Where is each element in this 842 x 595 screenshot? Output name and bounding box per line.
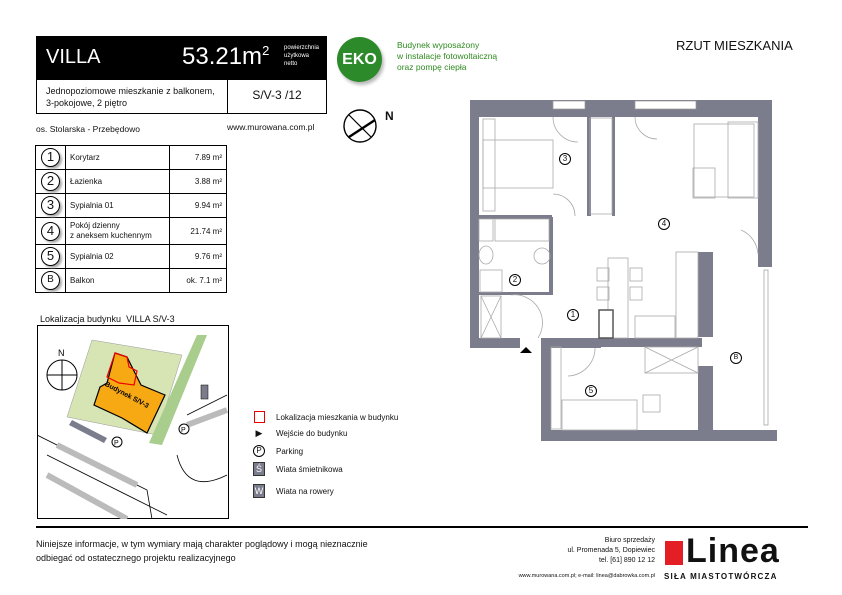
- room-name: Korytarz: [65, 145, 170, 170]
- room-marker-1: 1: [567, 304, 579, 322]
- site-map: Budynek S/V-3 N P P: [37, 325, 229, 519]
- legend-item-waste: Ś Wiata śmietnikowa: [253, 462, 343, 476]
- room-number: 1: [41, 148, 60, 167]
- room-marker-label: 5: [585, 385, 597, 397]
- legend-item-parking: P Parking: [253, 444, 303, 458]
- site-heading: Lokalizacja budynku VILLA S/V-3: [40, 314, 175, 324]
- disclaimer: Niniejsze informacje, w tym wymiary mają…: [36, 537, 368, 565]
- room-marker-3: 3: [559, 148, 571, 166]
- description-line: Jednopoziomowe mieszkanie z balkonem,: [46, 86, 215, 96]
- room-number: 4: [41, 221, 60, 241]
- legend-label: Parking: [276, 446, 304, 456]
- apartment-code: S/V-3 /12: [252, 88, 302, 102]
- building-name: VILLA: [46, 46, 101, 68]
- plan-title: RZUT MIESZKANIA: [676, 38, 793, 53]
- room-name-line: Pokój dzienny: [70, 221, 120, 230]
- room-marker-label: B: [730, 352, 742, 364]
- room-marker-5: 5: [585, 380, 597, 398]
- sales-office: Biuro sprzedaży ul. Promenada 5, Dopiewie…: [440, 536, 655, 566]
- room-number: 5: [41, 247, 60, 266]
- room-area: 21.74 m²: [169, 217, 227, 245]
- site-parking-label: P: [114, 440, 119, 447]
- office-phone: tel. [61] 890 12 12: [598, 557, 655, 564]
- legend-item-bike: W Wiata na rowery: [253, 484, 334, 498]
- area-label-line: użytkowa: [284, 53, 310, 59]
- room-marker-4: 4: [658, 213, 670, 231]
- legend-label: Wejście do budynku: [276, 428, 348, 438]
- room-number: B: [41, 271, 60, 290]
- red-outline-square-icon: [253, 410, 265, 424]
- eko-badge: EKO: [337, 37, 382, 82]
- site-building-code: VILLA S/V-3: [126, 314, 175, 324]
- site-heading-text: Lokalizacja budynku: [40, 314, 122, 324]
- office-label: Biuro sprzedaży: [604, 537, 655, 544]
- area-label-line: powierzchnia: [284, 45, 320, 51]
- bike-shelter-icon: W: [253, 484, 265, 498]
- legend-label: Wiata na rowery: [276, 486, 334, 496]
- header-bar: VILLA 53.21m2 powierzchnia użytkowa netto: [36, 36, 327, 80]
- site-parking-label: P: [181, 427, 186, 434]
- compass-icon: [343, 109, 377, 143]
- parking-symbol: P: [253, 445, 265, 457]
- room-marker-label: 4: [658, 218, 670, 230]
- room-number: 2: [41, 172, 60, 191]
- room-number: 3: [41, 196, 60, 215]
- room-area: 9.76 m²: [169, 244, 227, 269]
- compass-north: N: [385, 109, 394, 123]
- entrance-triangle-icon: ▶: [255, 427, 263, 438]
- legend-item-apartment-location: Lokalizacja mieszkania w budynku: [253, 410, 398, 424]
- room-area: 9.94 m²: [169, 193, 227, 218]
- apartment-area: 53.21m2: [182, 43, 269, 71]
- contact-links[interactable]: www.murowana.com.pl; e-mail: linea@dabro…: [518, 573, 655, 579]
- linea-logo: Linea SIŁA MIASTOTWÓRCZA: [664, 534, 809, 583]
- room-area: 7.89 m²: [169, 145, 227, 170]
- description-line: 3-pokojowe, 2 piętro: [46, 98, 128, 108]
- area-label-line: netto: [284, 61, 298, 67]
- room-marker-balcony: B: [730, 346, 742, 364]
- logo-wordmark: Linea: [686, 532, 780, 570]
- site-north: N: [58, 348, 65, 358]
- room-marker-label: 3: [559, 153, 571, 165]
- room-name: Balkon: [65, 268, 170, 293]
- area-sup: 2: [262, 43, 270, 58]
- disclaimer-line: Niniejsze informacje, w tym wymiary mają…: [36, 539, 368, 549]
- room-area: 3.88 m²: [169, 169, 227, 194]
- room-area: ok. 7.1 m²: [169, 268, 227, 293]
- eko-line: w instalacje fotowoltaiczną: [397, 51, 498, 61]
- legend-label: Wiata śmietnikowa: [276, 464, 343, 474]
- office-street: ul. Promenada 5, Dopiewiec: [567, 547, 655, 554]
- room-marker-label: 1: [567, 309, 579, 321]
- description-box: Jednopoziomowe mieszkanie z balkonem, 3-p…: [36, 80, 327, 114]
- legend-item-entrance: ▶ Wejście do budynku: [253, 426, 348, 440]
- logo-red-square: [665, 541, 683, 565]
- room-marker-2: 2: [509, 269, 521, 287]
- eko-line: oraz pompę ciepła: [397, 62, 467, 72]
- room-name: Sypialnia 02: [65, 244, 170, 269]
- waste-shelter-icon: Ś: [253, 462, 265, 476]
- room-name: Łazienka: [65, 169, 170, 194]
- website-link[interactable]: www.murowana.com.pl: [227, 122, 315, 132]
- footer-divider: [36, 526, 808, 528]
- disclaimer-line: odbiegać od ostatecznego projektu realiz…: [36, 553, 236, 563]
- parking-circle-icon: P: [253, 444, 265, 458]
- room-name: Sypialnia 01: [65, 193, 170, 218]
- legend-label: Lokalizacja mieszkania w budynku: [276, 412, 399, 422]
- room-name-line: z aneksem kuchennym: [70, 231, 152, 240]
- room-marker-label: 2: [509, 274, 521, 286]
- area-label: powierzchnia użytkowa netto: [284, 44, 326, 68]
- location-text: os. Stolarska - Przebędowo: [36, 124, 140, 134]
- logo-tagline: SIŁA MIASTOTWÓRCZA: [664, 572, 778, 581]
- eko-line: Budynek wyposażony: [397, 40, 480, 50]
- area-value: 53.21m: [182, 43, 263, 70]
